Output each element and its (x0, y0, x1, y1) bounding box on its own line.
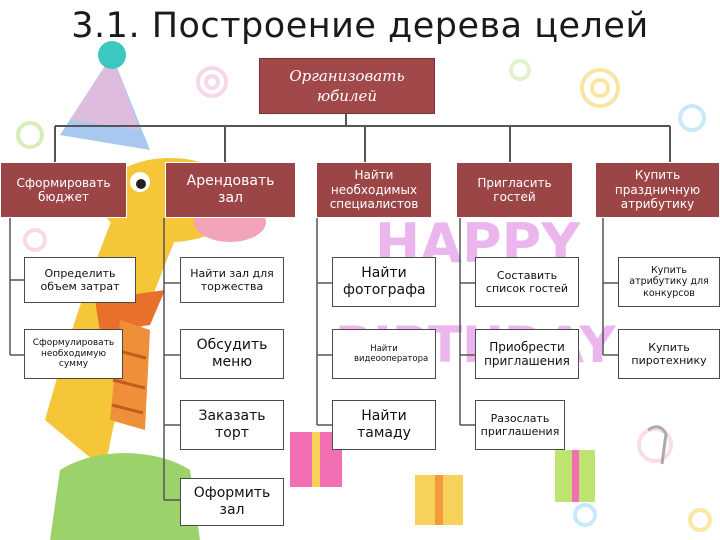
goal-budget-box: Сформировать бюджет (0, 162, 127, 218)
subgoal-attributes-2: Купить пиротехнику (618, 329, 720, 379)
root-goal-label: Организовать юбилей (289, 66, 405, 105)
subgoal-hall-1: Найти зал для торжества (180, 257, 284, 303)
subgoal-guests-3: Разослать приглашения (475, 400, 565, 450)
subgoal-attributes-1-label: Купить атрибутику для конкурсов (629, 264, 709, 299)
subgoal-guests-3-label: Разослать приглашения (480, 411, 560, 438)
subgoal-budget-2: Сформулировать необходимую сумму (24, 329, 123, 379)
subgoal-hall-3-label: Заказать торт (198, 408, 266, 441)
subgoal-hall-4-label: Оформить зал (193, 485, 271, 518)
subgoal-attributes-1: Купить атрибутику для конкурсов (618, 257, 720, 307)
subgoal-specialists-1-label: Найти фотографа (343, 265, 426, 298)
subgoal-specialists-1: Найти фотографа (332, 257, 436, 307)
subgoal-budget-2-label: Сформулировать необходимую сумму (32, 337, 115, 370)
subgoal-budget-1-label: Определить объем затрат (40, 266, 120, 293)
subgoal-guests-1: Составить список гостей (475, 257, 579, 307)
goal-guests-box: Пригласить гостей (456, 162, 573, 218)
subgoal-guests-2-label: Приобрести приглашения (484, 339, 570, 368)
subgoal-specialists-3-label: Найти тамаду (357, 408, 411, 441)
subgoal-specialists-2-label: Найти видеооператора (354, 343, 429, 364)
goal-attributes-box: Купить праздничную атрибутику (595, 162, 720, 218)
subgoal-hall-2-label: Обсудить меню (196, 337, 268, 370)
goal-hall-label: Арендовать зал (186, 173, 275, 206)
page-title: 3.1. Построение дерева целей (71, 6, 649, 46)
subgoal-specialists-3: Найти тамаду (332, 400, 436, 450)
subgoal-budget-1: Определить объем затрат (24, 257, 136, 303)
goal-hall-box: Арендовать зал (165, 162, 296, 218)
subgoal-specialists-2: Найти видеооператора (332, 329, 436, 379)
goal-specialists-label: Найти необходимых специалистов (329, 168, 419, 212)
subgoal-hall-2: Обсудить меню (180, 329, 284, 379)
root-goal-box: Организовать юбилей (259, 58, 435, 114)
goal-specialists-box: Найти необходимых специалистов (316, 162, 432, 218)
goal-budget-label: Сформировать бюджет (16, 175, 111, 204)
subgoal-hall-3: Заказать торт (180, 400, 284, 450)
subgoal-guests-2: Приобрести приглашения (475, 329, 579, 379)
goal-guests-label: Пригласить гостей (477, 175, 552, 204)
subgoal-guests-1-label: Составить список гостей (485, 268, 569, 295)
goal-attributes-label: Купить праздничную атрибутику (614, 168, 701, 212)
subgoal-attributes-2-label: Купить пиротехнику (631, 340, 707, 367)
subgoal-hall-4: Оформить зал (180, 478, 284, 526)
subgoal-hall-1-label: Найти зал для торжества (190, 266, 274, 293)
